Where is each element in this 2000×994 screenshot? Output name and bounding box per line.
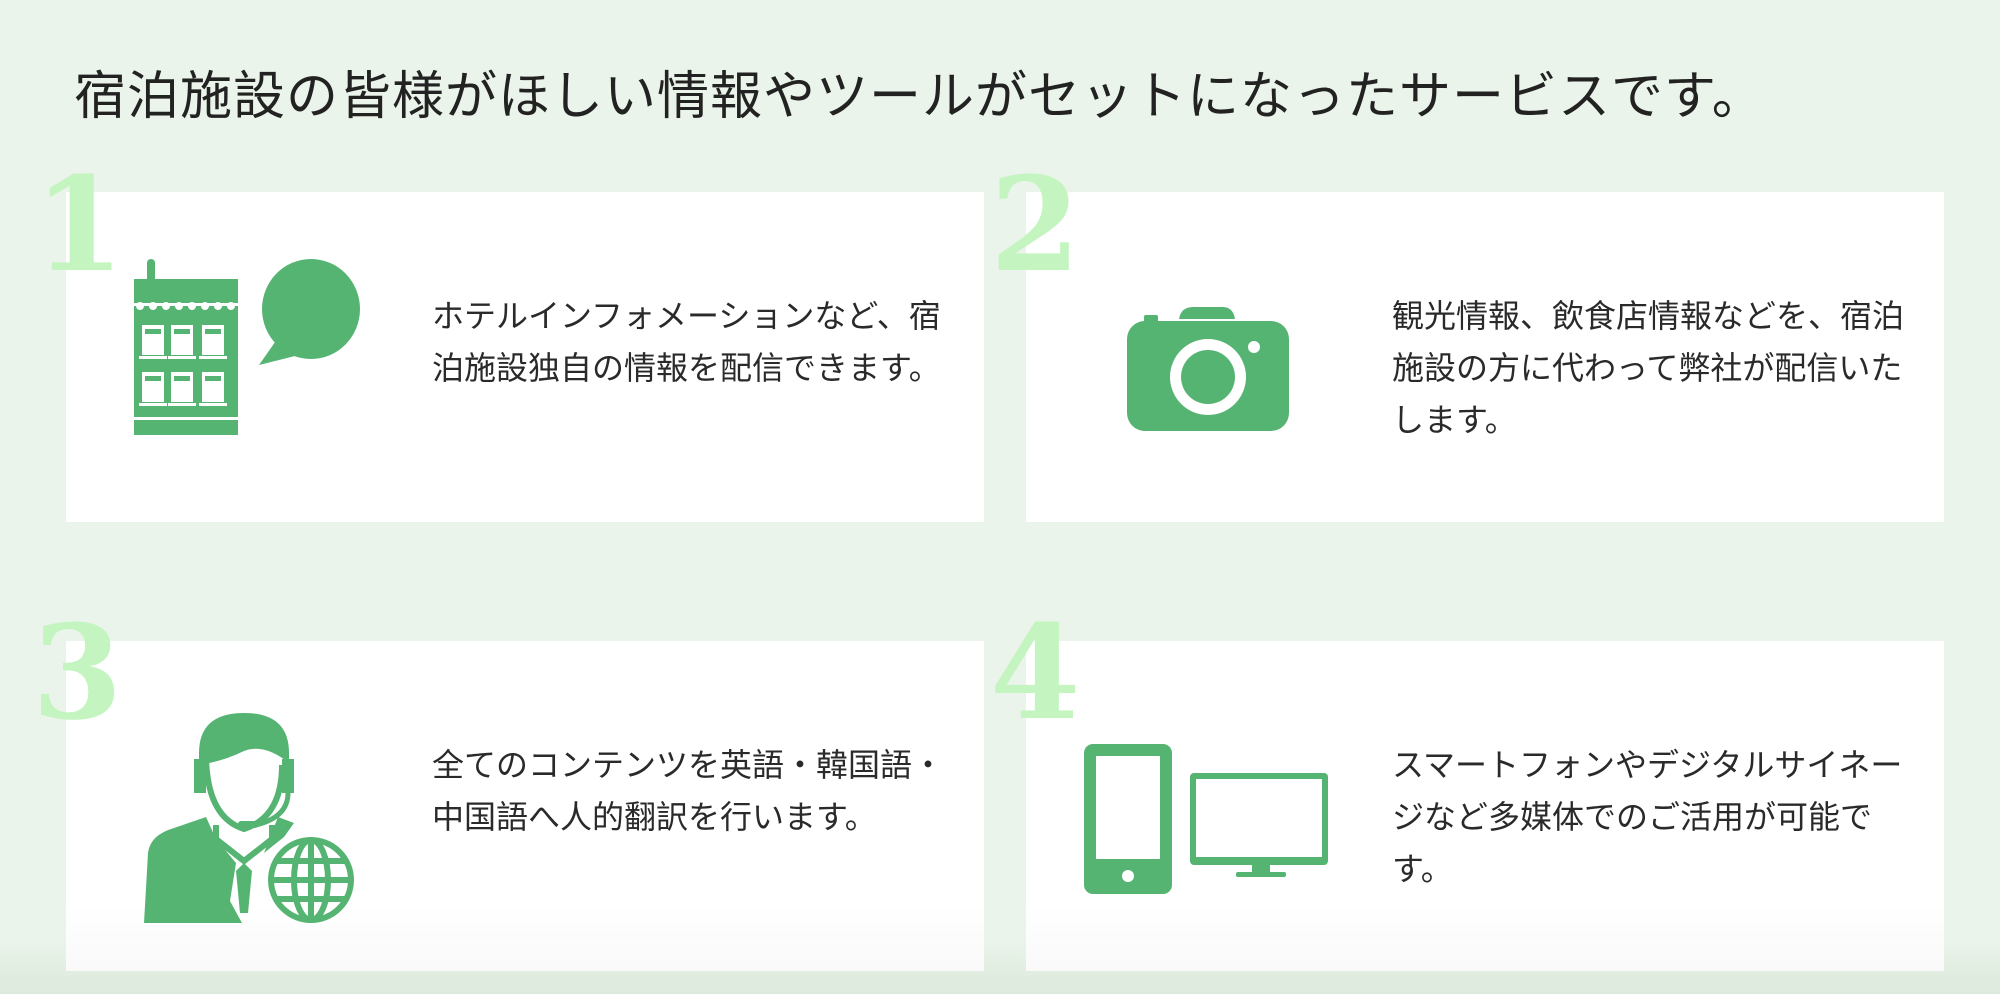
feature-card-3: 全てのコンテンツを英語・韓国語・中国語へ人的翻訳を行います。 <box>66 641 984 971</box>
operator-globe-icon <box>144 713 354 923</box>
feature-text-3: 全てのコンテンツを英語・韓国語・中国語へ人的翻訳を行います。 <box>432 746 945 836</box>
feature-text-4: スマートフォンやデジタルサイネージなど多媒体でのご活用が可能です。 <box>1392 746 1903 888</box>
feature-number-4: 4 <box>990 596 1081 749</box>
page-headline: 宿泊施設の皆様がほしい情報やツールがセットになったサービスです。 <box>74 66 1765 127</box>
feature-card-2: 観光情報、飲食店情報などを、宿泊施設の方に代わって弊社が配信いたします。 <box>1026 192 1944 522</box>
smartphone-monitor-icon <box>1084 744 1328 894</box>
hotel-speech-bubble-icon <box>134 259 360 435</box>
camera-icon <box>1127 307 1289 431</box>
feature-number-3: 3 <box>32 596 123 749</box>
feature-number-1: 1 <box>34 148 125 301</box>
feature-text-1: ホテルインフォメーションなど、宿泊施設独自の情報を配信できます。 <box>432 297 941 387</box>
feature-card-4: スマートフォンやデジタルサイネージなど多媒体でのご活用が可能です。 <box>1026 641 1944 971</box>
feature-card-1: ホテルインフォメーションなど、宿泊施設独自の情報を配信できます。 <box>66 192 984 522</box>
feature-text-2: 観光情報、飲食店情報などを、宿泊施設の方に代わって弊社が配信いたします。 <box>1392 297 1905 439</box>
feature-number-2: 2 <box>990 148 1081 301</box>
